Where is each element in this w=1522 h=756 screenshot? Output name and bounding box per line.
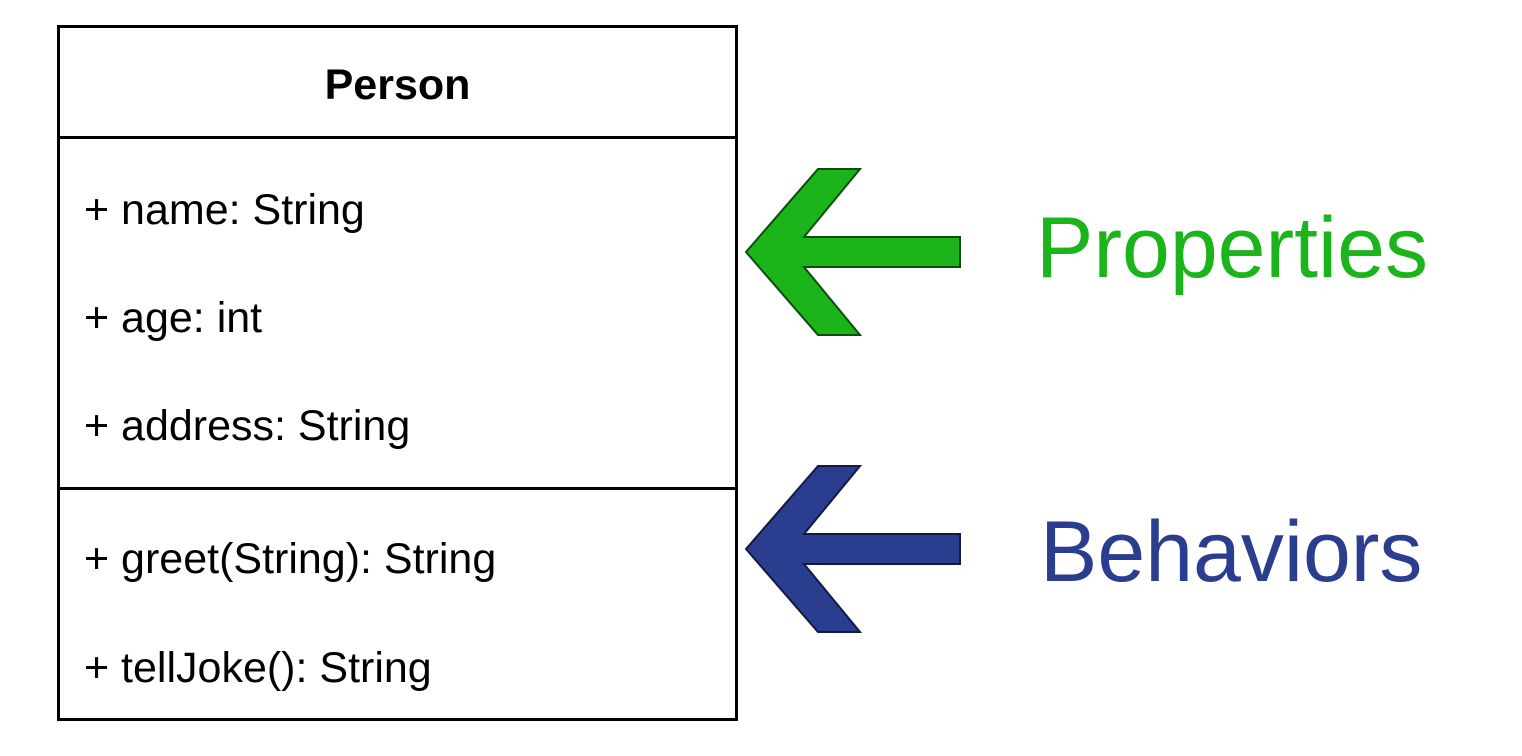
left-arrow-icon	[744, 168, 961, 336]
operation-greet: + greet(String): String	[84, 535, 497, 583]
attribute-name: + name: String	[84, 186, 365, 234]
attribute-age: + age: int	[84, 294, 263, 342]
attribute-address: + address: String	[84, 402, 411, 450]
left-arrow-icon	[744, 465, 961, 633]
class-name: Person	[324, 60, 471, 109]
uml-class-box: Person + name: String + age: int + addre…	[57, 25, 738, 721]
attributes-section: + name: String + age: int + address: Str…	[60, 139, 735, 490]
operations-section: + greet(String): String + tellJoke(): St…	[60, 490, 735, 721]
class-header: Person	[60, 28, 735, 139]
operation-telljoke: + tellJoke(): String	[84, 644, 432, 692]
behaviors-label: Behaviors	[1040, 504, 1423, 600]
properties-label: Properties	[1036, 200, 1428, 296]
